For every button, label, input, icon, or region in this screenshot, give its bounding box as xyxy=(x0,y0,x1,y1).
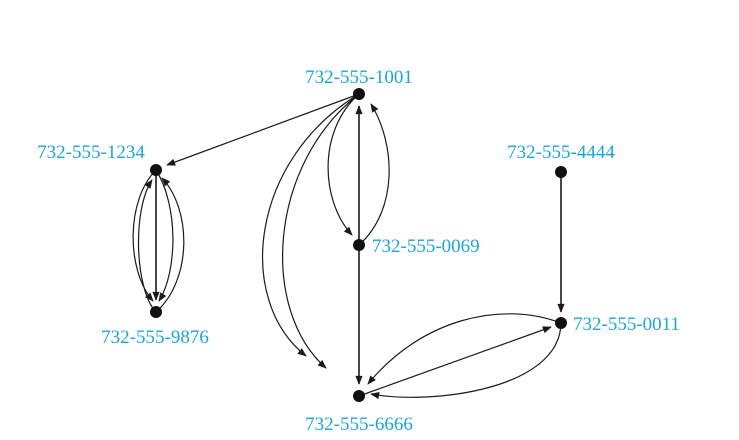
node-dot-6666[interactable] xyxy=(353,390,365,402)
node-label-4444: 732-555-4444 xyxy=(507,142,615,163)
node-dot-1001[interactable] xyxy=(353,88,365,100)
edge-9876-to-1234-left xyxy=(137,179,157,313)
edge-0069-to-1001-right xyxy=(358,103,390,246)
edge-6666-to-0011-straight xyxy=(358,326,552,397)
node-dot-9876[interactable] xyxy=(150,306,162,318)
node-label-1001: 732-555-1001 xyxy=(305,67,413,88)
edges-layer xyxy=(132,93,565,400)
node-dot-0011[interactable] xyxy=(555,317,567,329)
node-label-6666: 732-555-6666 xyxy=(305,414,413,435)
node-dot-0069[interactable] xyxy=(353,239,365,251)
edge-1001-to-6666-outer xyxy=(262,93,360,357)
labels-layer: 732-555-1001 732-555-1234 732-555-4444 7… xyxy=(37,67,680,435)
edge-9876-to-1234-right xyxy=(155,177,185,313)
edge-1001-to-0069 xyxy=(327,93,360,236)
nodes-layer xyxy=(150,88,567,402)
edge-1001-to-1234 xyxy=(166,93,360,166)
node-dot-1234[interactable] xyxy=(150,164,162,176)
edge-0011-to-6666-lower xyxy=(370,322,562,400)
edge-1234-to-9876-left xyxy=(132,169,157,302)
node-label-0069: 732-555-0069 xyxy=(372,236,480,257)
edge-1001-to-6666-inner xyxy=(282,93,360,369)
node-label-1234: 732-555-1234 xyxy=(37,142,145,163)
node-label-0011: 732-555-0011 xyxy=(573,314,680,335)
edge-0011-to-6666-upper xyxy=(367,313,562,385)
node-dot-4444[interactable] xyxy=(555,166,567,178)
node-label-9876: 732-555-9876 xyxy=(101,327,209,348)
